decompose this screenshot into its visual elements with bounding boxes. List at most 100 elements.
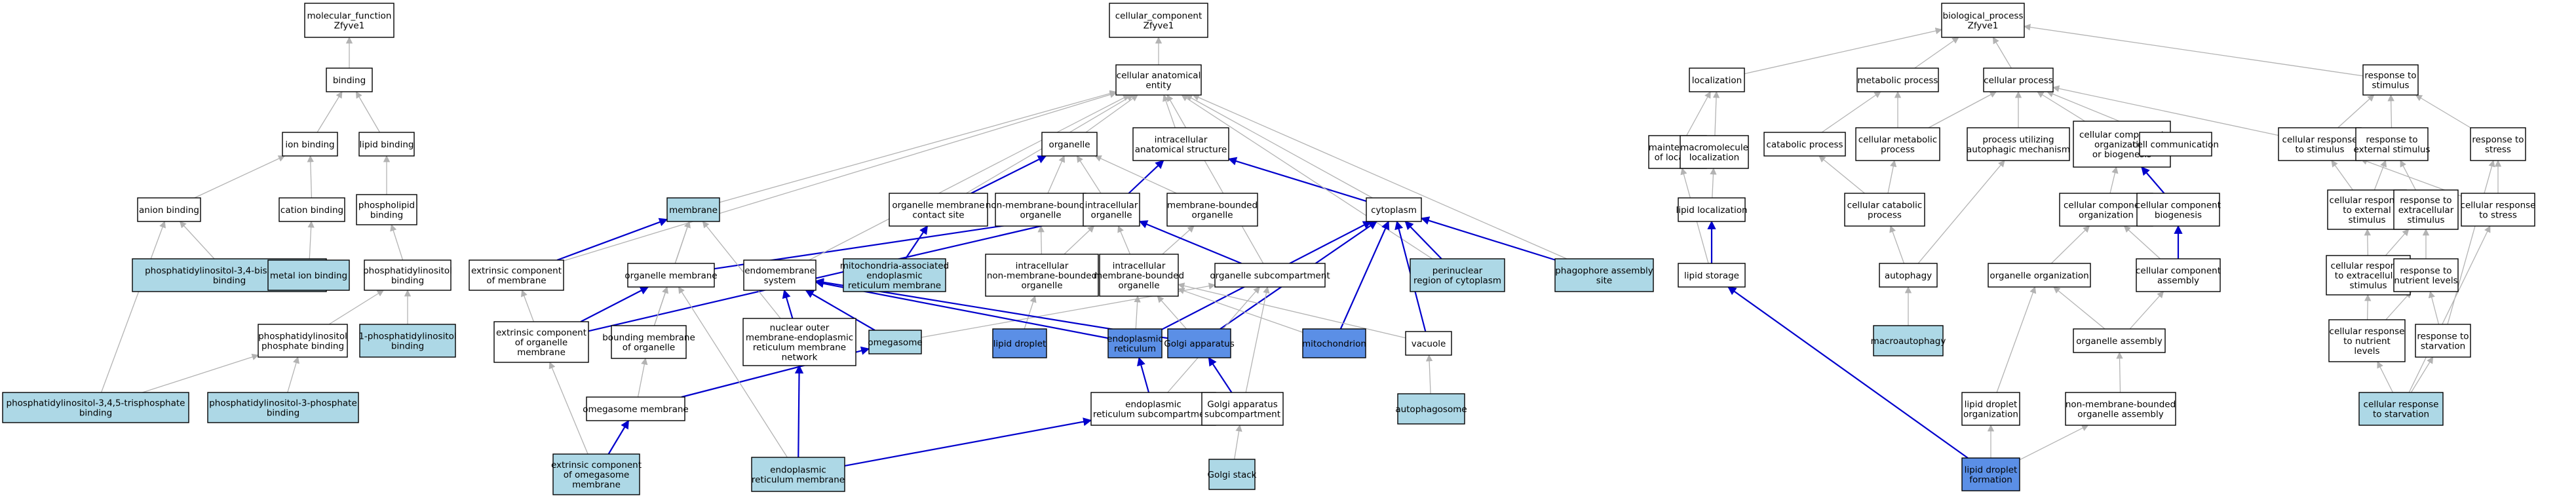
term-label: external stimulus [2354,145,2431,155]
term-label: localization [1692,75,1742,86]
term-node-cytoplasm[interactable]: cytoplasm [1366,197,1422,222]
edge-anionb-to-ionb [194,155,286,199]
term-node-vacuole[interactable]: vacuole [1405,331,1452,356]
term-node-inmbo[interactable]: intracellularnon-membrane-boundedorganel… [985,254,1099,297]
term-label: cellular process [1984,75,2053,86]
term-node-omm[interactable]: omegasome membrane [583,396,689,421]
term-node-golgi[interactable]: Golgi apparatus [1164,328,1235,358]
term-node-metalb[interactable]: metal ion binding [267,259,350,291]
term-node-pi345[interactable]: phosphatidylinositol-3,4,5-trisphosphate… [2,392,189,423]
edge-cca-to-cco [2123,225,2161,259]
term-label: binding [391,341,424,352]
edge-erm-to-ersc [844,417,1092,467]
term-label: formation [1969,475,2012,486]
edge-pi345-to-anionb [100,221,166,393]
term-box [2065,392,2176,426]
term-node-localization[interactable]: localization [1689,67,1745,92]
term-node-lipidb[interactable]: lipid binding [358,132,415,157]
term-label: organization [2094,140,2149,150]
term-node-ccomm[interactable]: cell communication [2132,132,2219,157]
term-label: stimulus [2407,215,2444,225]
term-box [742,318,856,366]
term-node-ionb[interactable]: ion binding [282,132,338,157]
term-node-lipidloc[interactable]: lipid localization [1676,197,1748,222]
term-label: binding [370,210,403,221]
term-node-omegasome[interactable]: omegasome [868,330,923,354]
term-node-binding[interactable]: binding [326,67,373,92]
term-node-autophagosome[interactable]: autophagosome [1395,393,1467,425]
term-node-lipidstor[interactable]: lipid storage [1678,263,1746,288]
term-label: phosphatidylinositol [363,266,452,277]
term-node-orgasm[interactable]: organelle assembly [2073,328,2166,353]
term-node-nom[interactable]: nuclear outermembrane-endoplasmicreticul… [742,318,856,366]
term-node-macroauto[interactable]: macroautophagy [1871,325,1946,356]
term-box [1397,393,1465,425]
term-node-membrane[interactable]: membrane [666,197,720,222]
edge-orgasm-to-cca [2129,291,2164,330]
term-label: system [764,276,796,286]
term-node-orgorg[interactable]: organelle organization [1988,263,2091,288]
term-node-mito[interactable]: mitochondrion [1302,328,1366,358]
term-node-anionb[interactable]: anion binding [137,197,201,222]
term-node-lipiddrop[interactable]: lipid droplet [992,328,1047,358]
term-node-cationb[interactable]: cation binding [279,197,345,222]
term-box [889,193,988,227]
term-node-om[interactable]: organelle membrane [625,263,718,288]
term-node-golgistack[interactable]: Golgi stack [1208,459,1257,490]
term-node-organelle[interactable]: organelle [1041,132,1098,157]
term-node-osc[interactable]: organelle subcompartment [1210,263,1330,288]
term-node-catab[interactable]: catabolic process [1763,132,1846,157]
term-label: process [1881,145,1915,155]
term-node-metab[interactable]: metabolic process [1856,67,1939,92]
term-node-cellproc[interactable]: cellular process [1983,67,2054,92]
term-node-mam[interactable]: mitochondria-associatedendoplasmicreticu… [840,258,949,292]
term-node-autophagy[interactable]: autophagy [1879,263,1938,288]
